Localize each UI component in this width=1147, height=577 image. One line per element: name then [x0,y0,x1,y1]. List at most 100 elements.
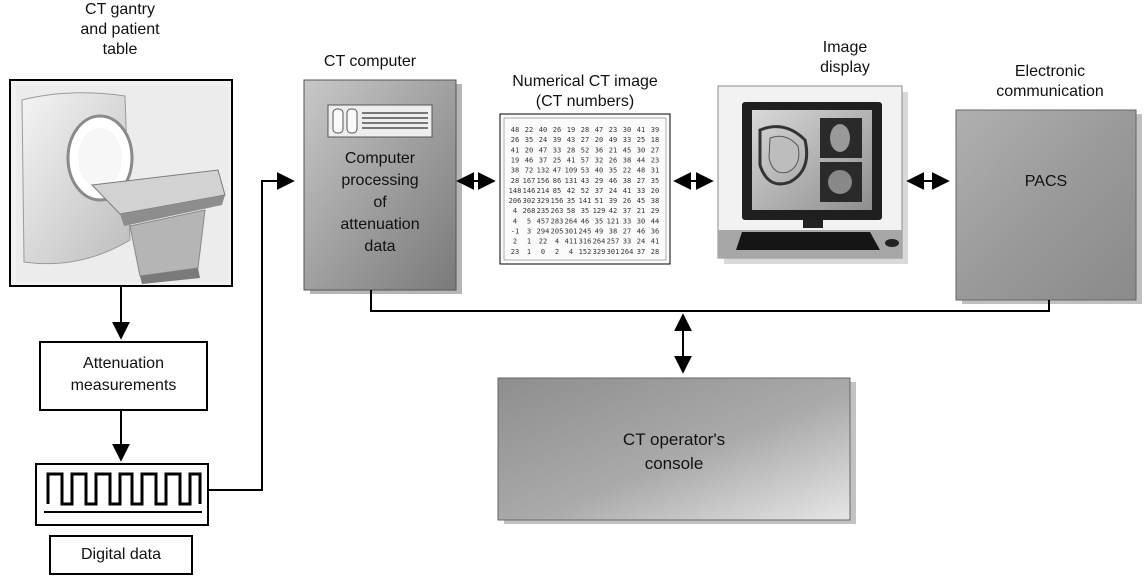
ct-number-cell: 41 [511,146,519,154]
ct-number-cell: 25 [637,136,645,144]
ct-number-cell: 2 [513,238,517,246]
ct-number-cell: 35 [609,167,617,175]
ct-number-cell: 0 [541,248,545,256]
ct-number-cell: 35 [581,207,589,215]
ct-number-cell: 37 [539,157,547,165]
processing-text: Computer processing of attenuation data [304,148,456,258]
attenuation-line1: Attenuation [83,355,164,372]
ct-number-cell: 86 [553,177,561,185]
ct-number-cell: 39 [651,126,659,134]
ct-number-cell: 24 [539,136,547,144]
ct-number-cell: 156 [537,177,550,185]
ct-number-cell: 1 [527,238,531,246]
ct-number-cell: 52 [581,187,589,195]
ct-number-cell: 33 [623,238,631,246]
ct-number-cell: 27 [651,146,659,154]
gantry-label-line1: CT gantry [85,1,155,18]
ct-number-cell: 2 [555,248,559,256]
ct-number-cell: 214 [537,187,550,195]
ct-number-cell: 41 [637,126,645,134]
ct-number-cell: 28 [511,177,519,185]
ct-number-cell: 1 [527,248,531,256]
ct-number-cell: 411 [565,238,578,246]
ct-number-cell: 49 [609,136,617,144]
ct-number-cell: 245 [579,228,592,236]
ct-number-cell: 45 [623,146,631,154]
ct-number-cell: 131 [565,177,578,185]
pacs-box [955,109,1142,304]
ct-number-cell: 109 [565,167,578,175]
ct-number-cell: 43 [567,136,575,144]
ct-number-cell: 35 [651,177,659,185]
ct-number-cell: 206 [509,197,522,205]
ct-number-cell: 301 [607,248,620,256]
ct-number-cell: 39 [609,197,617,205]
ct-number-cell: 4 [555,238,559,246]
ct-number-cell: 257 [607,238,620,246]
ct-number-cell: 40 [595,167,603,175]
ct-number-cell: 141 [579,197,592,205]
ct-number-cell: 329 [593,248,606,256]
ct-number-cell: 51 [595,197,603,205]
ct-number-cell: 22 [539,238,547,246]
ct-number-cell: 5 [527,217,531,225]
ct-number-cell: 26 [511,136,519,144]
ct-number-cell: 329 [537,197,550,205]
ct-number-cell: 46 [609,177,617,185]
ct-number-cell: 3 [527,228,531,236]
ct-number-cell: 302 [523,197,536,205]
gantry-label-line3: table [102,41,138,58]
ct-number-cell: 132 [537,167,550,175]
ct-number-cell: 44 [637,157,645,165]
attenuation-text: Attenuation measurements [40,353,207,397]
keyboard-icon [736,232,899,250]
ct-number-cell: 121 [607,217,620,225]
electronic-label-line1: Electronic [1014,63,1086,80]
ct-number-cell: 72 [525,167,533,175]
ct-number-cell: 36 [651,228,659,236]
ct-number-cell: 46 [525,157,533,165]
ct-number-cell: 49 [595,228,603,236]
ct-number-cell: 4 [569,248,573,256]
ct-number-cell: 27 [581,136,589,144]
ct-number-cell: 24 [637,238,645,246]
ct-number-cell: 27 [637,177,645,185]
ct-number-cell: 30 [637,146,645,154]
digital-signal-box [35,463,209,526]
ct-scanner-icon [21,92,226,284]
ct-number-cell: 47 [595,126,603,134]
ct-number-cell: 46 [637,228,645,236]
ct-number-cell: 35 [525,136,533,144]
ct-number-cell: 58 [567,207,575,215]
ct-number-cell: 33 [623,136,631,144]
ct-number-cell: 38 [623,177,631,185]
digital-data-label-box [49,535,193,575]
ct-number-cell: 152 [579,248,592,256]
ct-number-cell: 21 [609,146,617,154]
ct-number-cell: 33 [553,146,561,154]
ct-number-cell: 43 [581,177,589,185]
electronic-label-line2: communication [996,83,1104,100]
ct-number-cell: 31 [651,167,659,175]
ct-number-cell: 41 [651,238,659,246]
ct-number-cell: 47 [553,167,561,175]
ct-number-cell: 20 [595,136,603,144]
ct-number-cell: 46 [581,217,589,225]
ct-number-cell: 26 [623,197,631,205]
gantry-label: CT gantry and patient table [40,0,200,60]
processing-line3: of [373,194,387,211]
ct-number-cell: 27 [623,228,631,236]
gantry-label-line2: and patient [80,21,160,38]
ct-number-cell: 316 [579,238,592,246]
ct-number-cell: 48 [637,167,645,175]
monitor-photo [717,85,908,264]
console-box [497,377,856,524]
ct-number-cell: 4 [513,217,517,225]
ct-number-cell: 264 [565,217,578,225]
ct-number-grid [499,113,671,265]
ct-number-cell: 129 [593,207,606,215]
ct-number-cell: 156 [551,197,564,205]
ct-number-cell: 26 [609,157,617,165]
